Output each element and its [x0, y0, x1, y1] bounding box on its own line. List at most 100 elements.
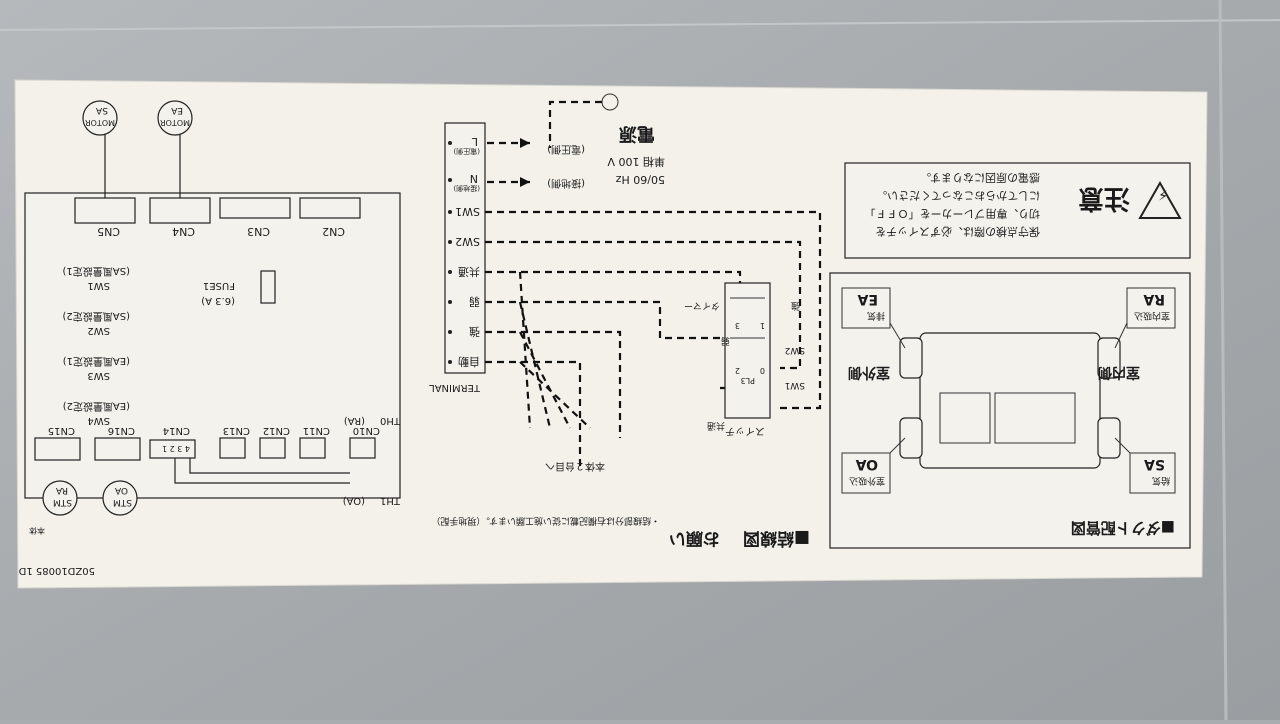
stm-ra-l2: RA	[55, 485, 68, 495]
model-number: 50ZD10085 1D	[18, 565, 95, 576]
caution-title: 注意	[1078, 183, 1130, 214]
leader-ra	[1114, 322, 1128, 349]
cn10-label: CN10	[353, 425, 380, 436]
terminal-screw	[448, 330, 452, 334]
unit-panel-1	[994, 392, 1076, 444]
ra-label: RA	[1143, 291, 1165, 307]
wire-weak	[485, 300, 720, 340]
power-spec-1: 単相 100 V	[607, 155, 665, 169]
duct-port-oa	[899, 337, 923, 379]
cn14-box	[149, 439, 196, 459]
leader-ea	[889, 322, 906, 349]
instruction-text: ・結線部分は右欄記載に従い施工願います。（現地手配）	[431, 515, 660, 527]
cn13-label: CN13	[223, 425, 250, 436]
duct-port-ra	[899, 417, 923, 459]
caution-line-4: 感電の原因になります。	[920, 171, 1040, 184]
wire-sw2	[485, 240, 802, 370]
power-voltage-side: (電圧側)	[547, 143, 585, 156]
switch-sw2: SW2	[785, 345, 805, 355]
arrow-icon	[520, 138, 530, 148]
sw1-name: SW1	[87, 280, 110, 291]
power-label: 電源	[619, 123, 655, 145]
cn5-box	[74, 197, 136, 224]
body2-label: 本体２台目へ	[545, 460, 605, 473]
terminal-screw	[448, 141, 452, 145]
stm-oa	[102, 480, 138, 516]
sa-label: SA	[1144, 456, 1165, 472]
fuse-icon	[260, 270, 276, 304]
cn4-label: CN4	[172, 225, 195, 238]
sa-top: 給気	[1152, 475, 1170, 487]
terminal-screw	[448, 240, 452, 244]
stm-ra	[42, 480, 78, 516]
th1-name: TH1	[380, 495, 401, 506]
switch-strong: 強	[791, 300, 800, 312]
wire-to-body2-2	[518, 301, 552, 429]
lightning-icon: ⚡	[1158, 186, 1168, 202]
outdoor-side-label: 室外側	[848, 364, 890, 381]
cn15-label: CN15	[48, 425, 75, 436]
switch-pos-2: 2	[735, 366, 740, 375]
cn12-label: CN12	[263, 425, 290, 436]
stm-oa-l2: OA	[114, 485, 128, 495]
control-board	[24, 192, 401, 499]
wire-strong	[485, 330, 622, 438]
ground-wire	[548, 100, 602, 148]
cn16-label: CN16	[108, 425, 135, 436]
ea-top: 排気	[867, 310, 885, 322]
terminal-list: L (電圧側) N (接地側) SW1 SW2 共通 弱 強 自動	[453, 135, 480, 369]
th0-pos: (RA)	[344, 415, 365, 426]
thermistors: TH0 (RA) TH1 (OA)	[174, 415, 401, 506]
wire-to-body2-4	[519, 361, 591, 429]
caution-box: ⚡ 注意 保守点検の際は、必ずスイッチを 切り、専用ブレーカーを「ＯＦＦ」 にし…	[844, 162, 1191, 259]
ra-label-box	[1126, 287, 1176, 329]
switch-unit-frame	[724, 282, 771, 419]
stm-ra-l1: STM	[53, 497, 72, 507]
indoor-side-label: 室内側	[1098, 364, 1140, 381]
sw3-desc: (EA風量設定1)	[63, 355, 130, 368]
switch-pos-0: 0	[760, 366, 765, 375]
rotated-label-content: ⚡ 注意 保守点検の際は、必ずスイッチを 切り、専用ブレーカーを「ＯＦＦ」 にし…	[18, 93, 1191, 576]
terminal-screw	[448, 300, 452, 304]
duct-port-ea	[1097, 417, 1121, 459]
cn13-box	[219, 437, 246, 459]
connectors-bottom: CN15 CN16 CN14 4 3 2 1 CN13 CN12 CN11 CN…	[34, 425, 380, 461]
metal-edge	[1218, 0, 1228, 721]
caution-frame	[844, 162, 1191, 259]
cn12-box	[259, 437, 286, 459]
cn16-box	[94, 437, 141, 461]
ea-label: EA	[857, 291, 878, 307]
sa-label-box	[1129, 452, 1176, 494]
unit-panel-2	[939, 392, 991, 444]
fuse-name: FUSE1	[203, 280, 235, 291]
wire-to-body2-3	[519, 331, 571, 429]
cn3-box	[219, 197, 291, 219]
terminal-auto: 自動	[458, 355, 480, 369]
request-label: お願い	[669, 528, 720, 548]
cn11-label: CN11	[303, 425, 330, 436]
warning-triangle-icon	[1138, 180, 1182, 219]
duct-port-sa	[1097, 337, 1121, 379]
caution-line-1: 保守点検の際は、必ずスイッチを	[875, 225, 1040, 239]
terminal-screw	[448, 178, 452, 182]
caution-line-2: 切り、専用ブレーカーを「ＯＦＦ」	[864, 207, 1040, 221]
sw1-desc: (SA風量設定1)	[62, 265, 130, 278]
cn14-pins: 4 3 2 1	[162, 444, 190, 453]
wire-to-body2-1	[518, 271, 532, 429]
arrow-icon	[520, 177, 530, 187]
terminal-l: L	[471, 135, 478, 148]
sw2-desc: (SA風量設定2)	[62, 310, 130, 323]
terminal-common: 共通	[458, 265, 480, 278]
ra-top: 室内吸込	[1134, 310, 1170, 322]
motor-ea-l1: MOTOR	[160, 118, 190, 127]
th0-name: TH0	[380, 415, 401, 426]
switch-sw1: SW1	[785, 380, 805, 390]
terminal-sw1: SW1	[455, 205, 480, 218]
motor-ea-l2: EA	[170, 105, 183, 115]
switch-timer: タイマー	[684, 300, 720, 311]
sw4-desc: (EA風量設定2)	[63, 400, 130, 413]
duct-title: ■ダクト配管図	[1071, 519, 1175, 537]
th1-wire	[174, 458, 350, 484]
